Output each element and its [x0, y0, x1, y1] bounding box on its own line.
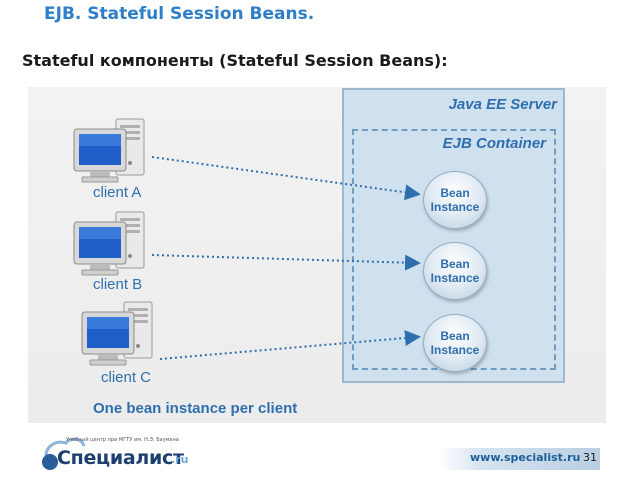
- client-a-label: client A: [93, 184, 142, 201]
- bean-instance-c: Bean Instance: [423, 314, 487, 372]
- logo-tagline: Учебный центр при МГТУ им. Н.Э. Баумана: [66, 437, 179, 443]
- logo-suffix: .ru: [171, 453, 189, 466]
- server-label: Java EE Server: [448, 96, 557, 113]
- container-label: EJB Container: [442, 135, 546, 152]
- logo-wordmark: Специалист: [57, 447, 184, 469]
- slide-title: EJB. Stateful Session Beans.: [44, 4, 315, 24]
- diagram-caption: One bean instance per client: [93, 400, 298, 417]
- specialist-logo-icon: [42, 437, 86, 470]
- bean-instance-a: Bean Instance: [423, 171, 487, 229]
- desktop-computer-icon: [81, 301, 153, 366]
- footer-bar: [440, 448, 600, 470]
- section-heading: Stateful компоненты (Stateful Session Be…: [22, 51, 448, 70]
- client-c-label: client C: [101, 369, 152, 386]
- client-b-label: client B: [93, 276, 143, 293]
- desktop-computer-icon: [73, 118, 145, 183]
- page-number: 31: [583, 451, 597, 464]
- bean-instance-b: Bean Instance: [423, 242, 487, 300]
- desktop-computer-icon: [73, 211, 145, 276]
- site-link[interactable]: www.specialist.ru: [470, 451, 581, 464]
